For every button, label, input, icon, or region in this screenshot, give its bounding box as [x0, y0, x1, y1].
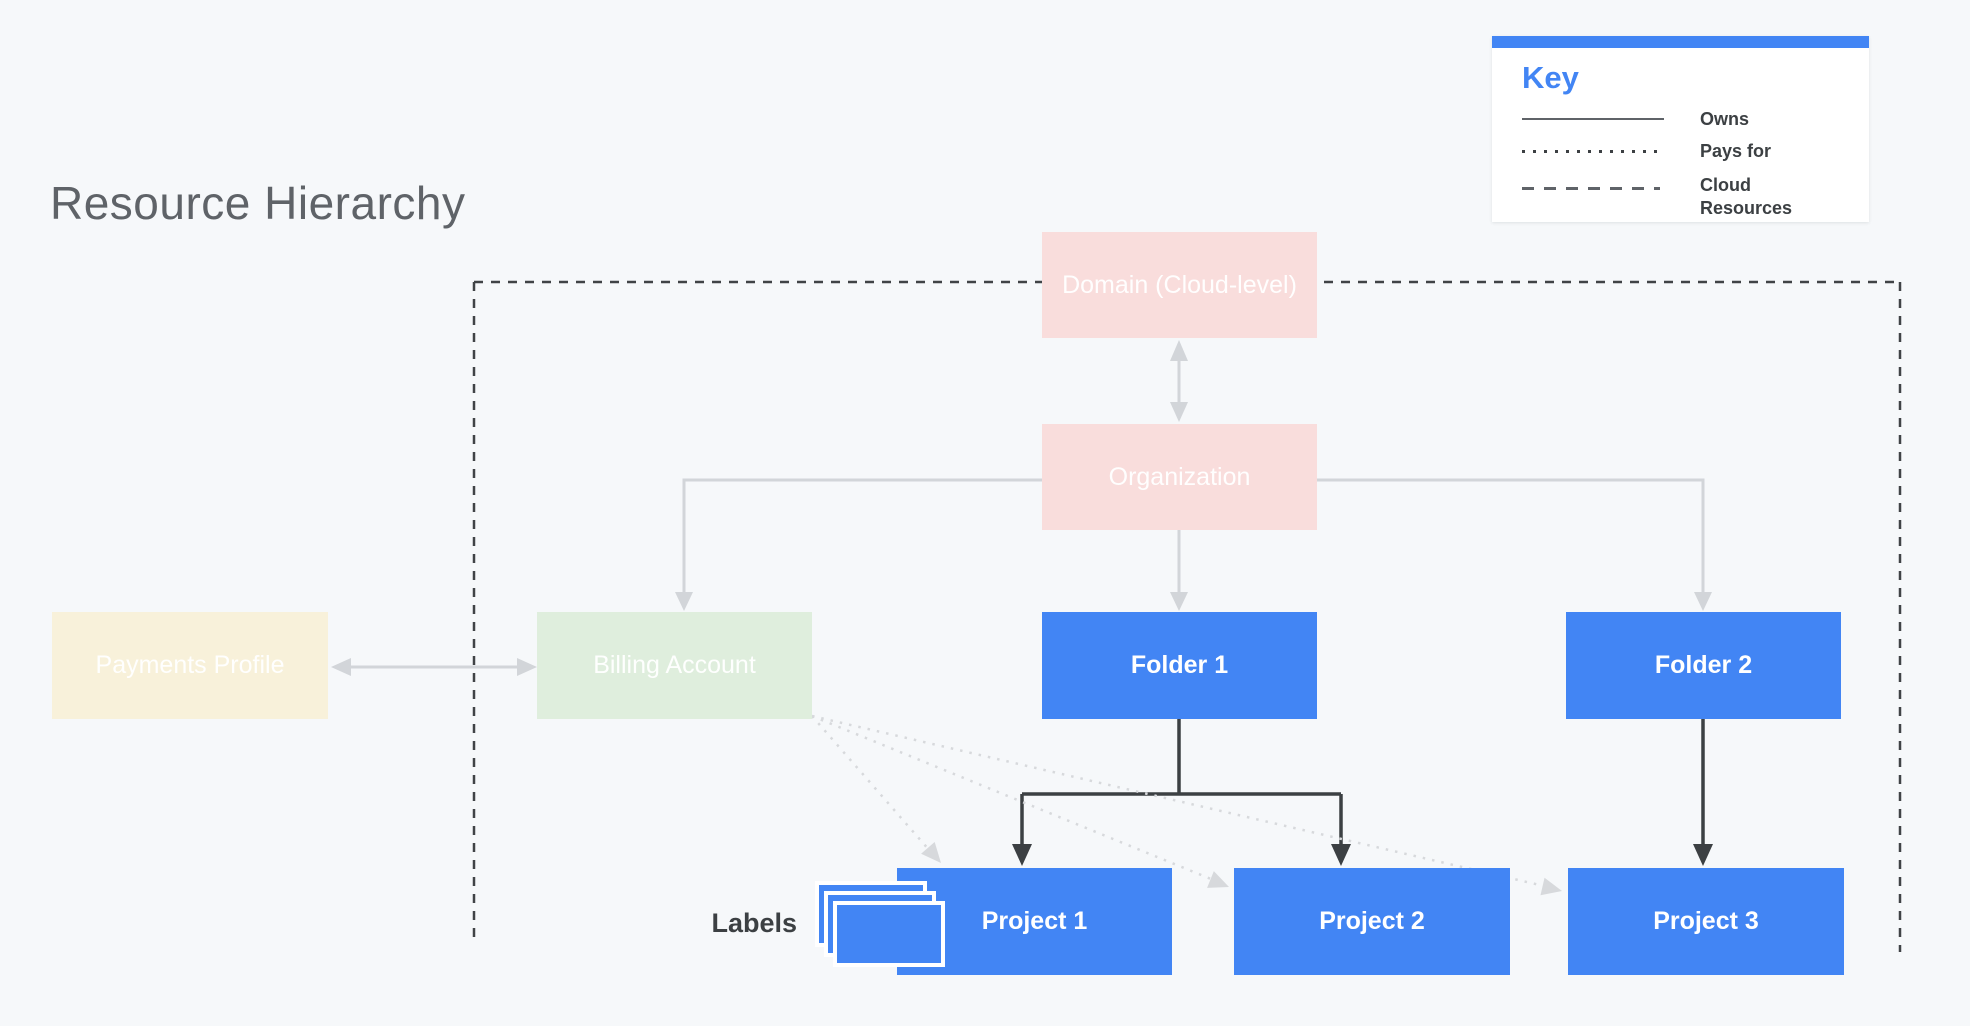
- pays-for-arrowheads: [921, 842, 1562, 896]
- page-title: Resource Hierarchy: [50, 177, 466, 229]
- labels-caption: Labels: [711, 908, 797, 938]
- dashed-line-swatch: [1522, 187, 1660, 190]
- pays-for-connectors: [811, 714, 1545, 888]
- node-folder-2: Folder 2: [1566, 612, 1841, 719]
- key-heading: Key: [1522, 60, 1579, 95]
- edge-billing-project2: [811, 714, 1212, 881]
- solid-line-swatch: [1522, 118, 1664, 120]
- node-billing-account: Billing Account: [537, 612, 812, 719]
- node-billing-account-label: Billing Account: [593, 651, 756, 679]
- node-domain: Domain (Cloud-level): [1042, 232, 1317, 338]
- folder-project-connectors: [1020, 719, 1705, 846]
- node-project-2-label: Project 2: [1319, 907, 1425, 935]
- node-project-3: Project 3: [1568, 868, 1844, 975]
- node-organization-label: Organization: [1108, 462, 1251, 491]
- node-folder-1-label: Folder 1: [1130, 651, 1229, 679]
- dotted-line-swatch: [1522, 150, 1660, 153]
- cloud-resources-boundary: [472, 280, 1902, 952]
- labels-stack-icon: [815, 881, 955, 976]
- key-label-owns: Owns: [1700, 109, 1750, 129]
- node-domain-label: Domain (Cloud-level): [1062, 270, 1297, 299]
- key-topbar: [1492, 36, 1869, 48]
- node-folder-2-label: Folder 2: [1654, 651, 1753, 679]
- owns-arrowheads: [331, 340, 1712, 676]
- node-project-3-label: Project 3: [1653, 907, 1759, 935]
- key-panel: Key Owns Pays for Cloud Resources: [1492, 36, 1869, 222]
- node-folder-1: Folder 1: [1042, 612, 1317, 719]
- edge-folder1-projects: [1020, 719, 1343, 846]
- node-project-1-label: Project 1: [981, 907, 1088, 935]
- key-label-pays-for: Pays for: [1700, 141, 1772, 161]
- node-payments-profile: Payments Profile: [52, 612, 328, 719]
- edge-billing-project3: [811, 714, 1545, 888]
- folder-project-arrowheads: [1012, 844, 1713, 866]
- edge-organization-folder2: [1317, 478, 1705, 594]
- key-label-cloud-resources: Cloud Resources: [1700, 175, 1793, 218]
- node-organization: Organization: [1042, 424, 1317, 530]
- label-card-front: [833, 901, 945, 967]
- edge-billing-project1: [811, 715, 931, 852]
- edge-organization-billing: [682, 478, 1042, 594]
- node-payments-profile-label: Payments Profile: [95, 651, 285, 679]
- owns-connectors: [349, 352, 1705, 669]
- node-project-2: Project 2: [1234, 868, 1510, 975]
